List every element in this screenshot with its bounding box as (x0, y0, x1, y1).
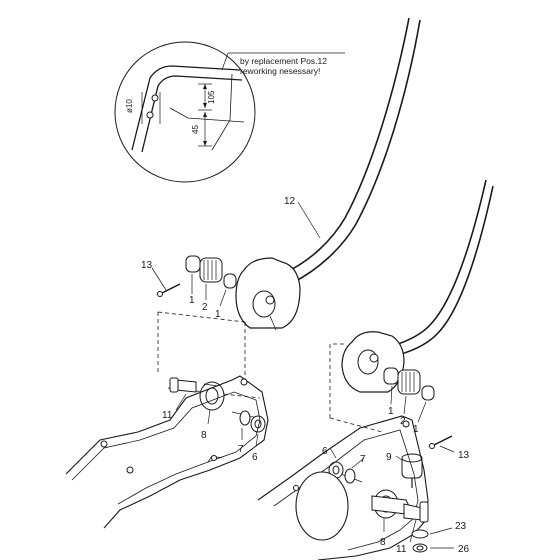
replacement-note-line1: by replacement Pos.12 (240, 56, 327, 66)
replacement-note-line2: reworking nesessary! (240, 66, 320, 76)
callout-12: 12 (284, 196, 296, 207)
right-bushing-group (383, 367, 435, 401)
detail-magnifier: ø10 105 45 (114, 41, 256, 183)
washer-23-nut-26 (411, 527, 454, 553)
left-washer-nut (231, 410, 266, 433)
right-washer-nut (328, 461, 363, 484)
callout-6-left: 6 (252, 452, 258, 463)
left-lower-mount (169, 377, 225, 411)
right-frame-plate (257, 415, 429, 560)
cotter-pin-13-right (429, 435, 453, 449)
callout-11-left: 11 (162, 410, 173, 421)
callout-11-right: 11 (396, 544, 407, 555)
callout-23: 23 (455, 521, 467, 532)
callout-8-left: 8 (201, 430, 207, 441)
callout-2-left: 2 (202, 302, 208, 313)
callout-1-left-b: 1 (215, 309, 221, 320)
cotter-pin-13-left (157, 283, 181, 297)
dimension-hole: ø10 (125, 99, 134, 113)
callout-9: 9 (386, 452, 392, 463)
rubber-buffer-9 (401, 453, 423, 488)
callout-1-right-b: 1 (413, 424, 419, 435)
callout-1-right-a: 1 (388, 406, 394, 417)
callout-8-right: 8 (380, 537, 386, 548)
callout-7-right: 7 (360, 454, 366, 465)
callout-7-left: 7 (238, 444, 244, 455)
callout-13-right: 13 (458, 450, 470, 461)
callout-26: 26 (458, 544, 470, 555)
left-bushing-group (185, 255, 237, 289)
left-frame-plate (65, 375, 269, 529)
callout-2-right: 2 (400, 416, 406, 427)
dimension-upper: 105 (207, 90, 216, 104)
dimension-lower: 45 (191, 125, 200, 134)
right-lower-mount (371, 489, 429, 523)
callout-1-left-a: 1 (189, 295, 195, 306)
callout-13-left: 13 (141, 260, 153, 271)
